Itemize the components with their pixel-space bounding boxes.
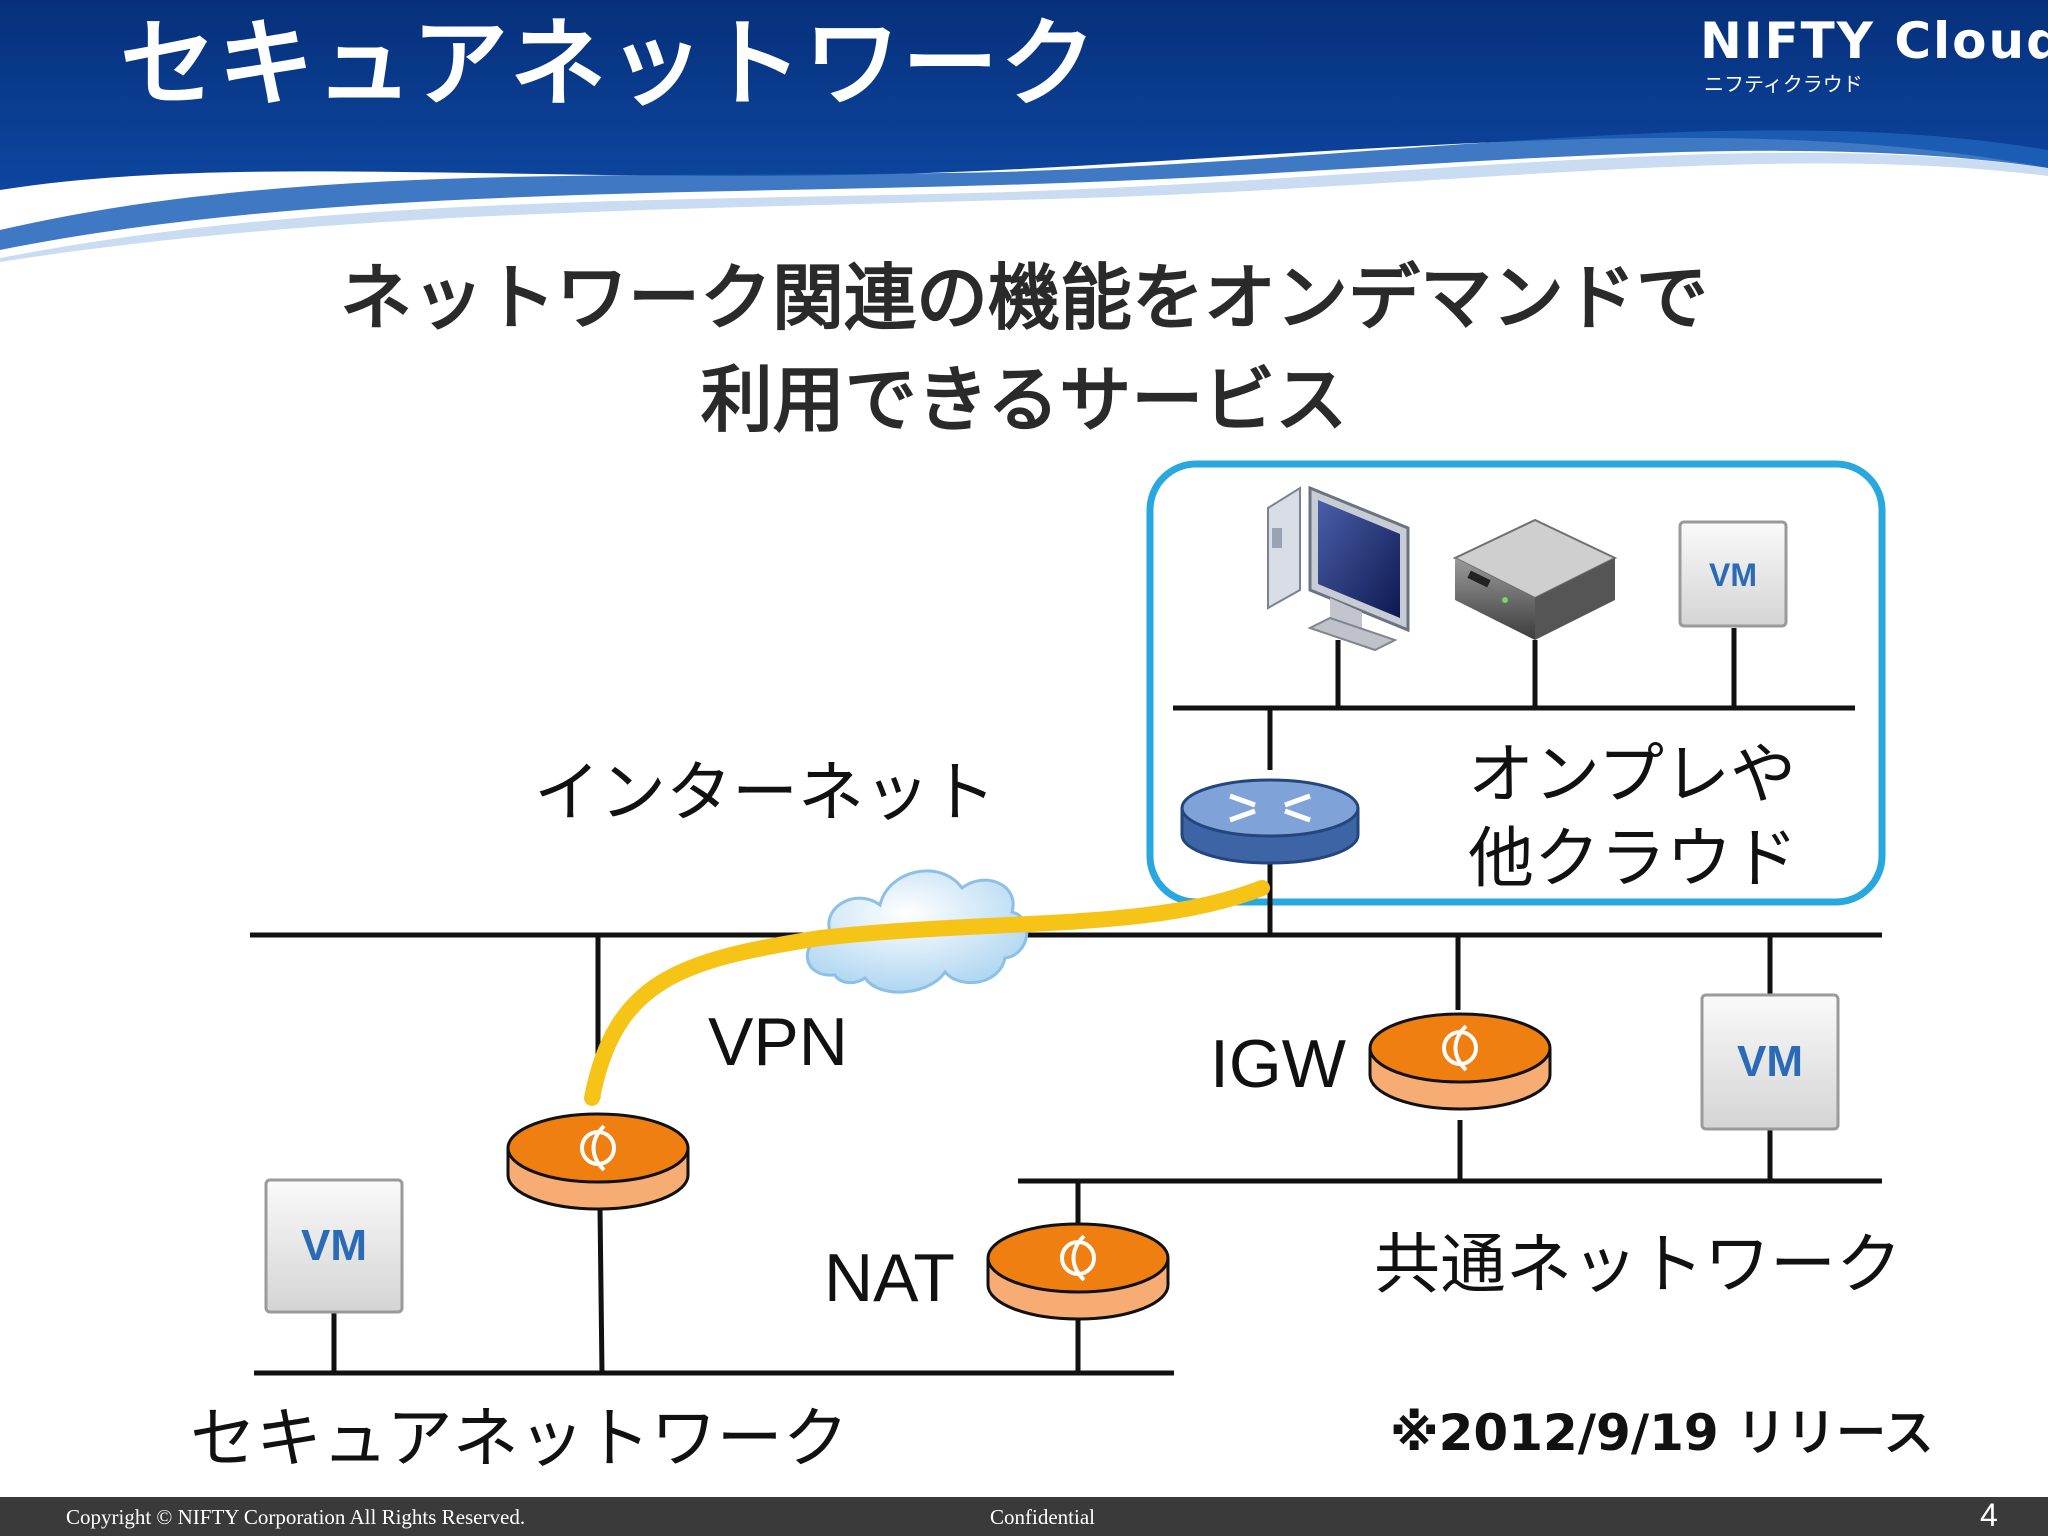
igw-router-icon (1368, 1012, 1552, 1111)
copyright-text: Copyright © NIFTY Corporation All Rights… (66, 1505, 526, 1529)
subtitle-line-1: ネットワーク関連の機能をオンデマンドで (339, 256, 1708, 340)
vpn-tunnel (584, 880, 1270, 1106)
nat-label: NAT (824, 1240, 955, 1316)
logo-kana: ニフティクラウド (1704, 72, 1863, 96)
release-note: ※2012/9/19 リリース (1390, 1404, 1934, 1462)
confidential-text: Confidential (990, 1505, 1095, 1529)
page-title: セキュアネットワーク (120, 8, 1099, 120)
onprem-boundary-box (1146, 460, 1886, 906)
page-number: 4 (1980, 1497, 1998, 1533)
onprem-router-icon (1180, 778, 1360, 865)
internet-label: インターネット (534, 754, 996, 831)
onprem-label-line-1: オンプレや (1468, 736, 1797, 813)
secure-network-label: セキュアネットワーク (190, 1400, 849, 1477)
vm-label: VM (1709, 557, 1757, 593)
header-band (0, 0, 2048, 262)
server-icon (1452, 518, 1618, 640)
igw-label: IGW (1210, 1026, 1346, 1102)
nifty-cloud-logo: NIFTY Cloud ニフティクラウド (1700, 10, 2048, 100)
vpn-label: VPN (708, 1004, 848, 1080)
common-network-vm-icon: VM (1700, 993, 1840, 1131)
vpn-gateway-router-icon (506, 1112, 690, 1211)
vm-label: VM (301, 1221, 367, 1270)
pc-icon (1267, 485, 1410, 652)
onprem-vm-icon: VM (1678, 520, 1788, 628)
nat-router-icon (986, 1222, 1170, 1321)
vpn-router-downlink (597, 1207, 605, 1374)
onprem-label-line-2: 他クラウド (1468, 820, 1798, 897)
footer-bar: Copyright © NIFTY Corporation All Rights… (0, 1497, 2048, 1536)
logo-wordmark: NIFTY Cloud (1700, 12, 2048, 70)
common-network-label: 共通ネットワーク (1374, 1226, 1902, 1303)
subtitle-line-2: 利用できるサービス (700, 358, 1348, 442)
vm-label: VM (1737, 1037, 1803, 1086)
secure-network-vm-icon: VM (264, 1178, 404, 1314)
